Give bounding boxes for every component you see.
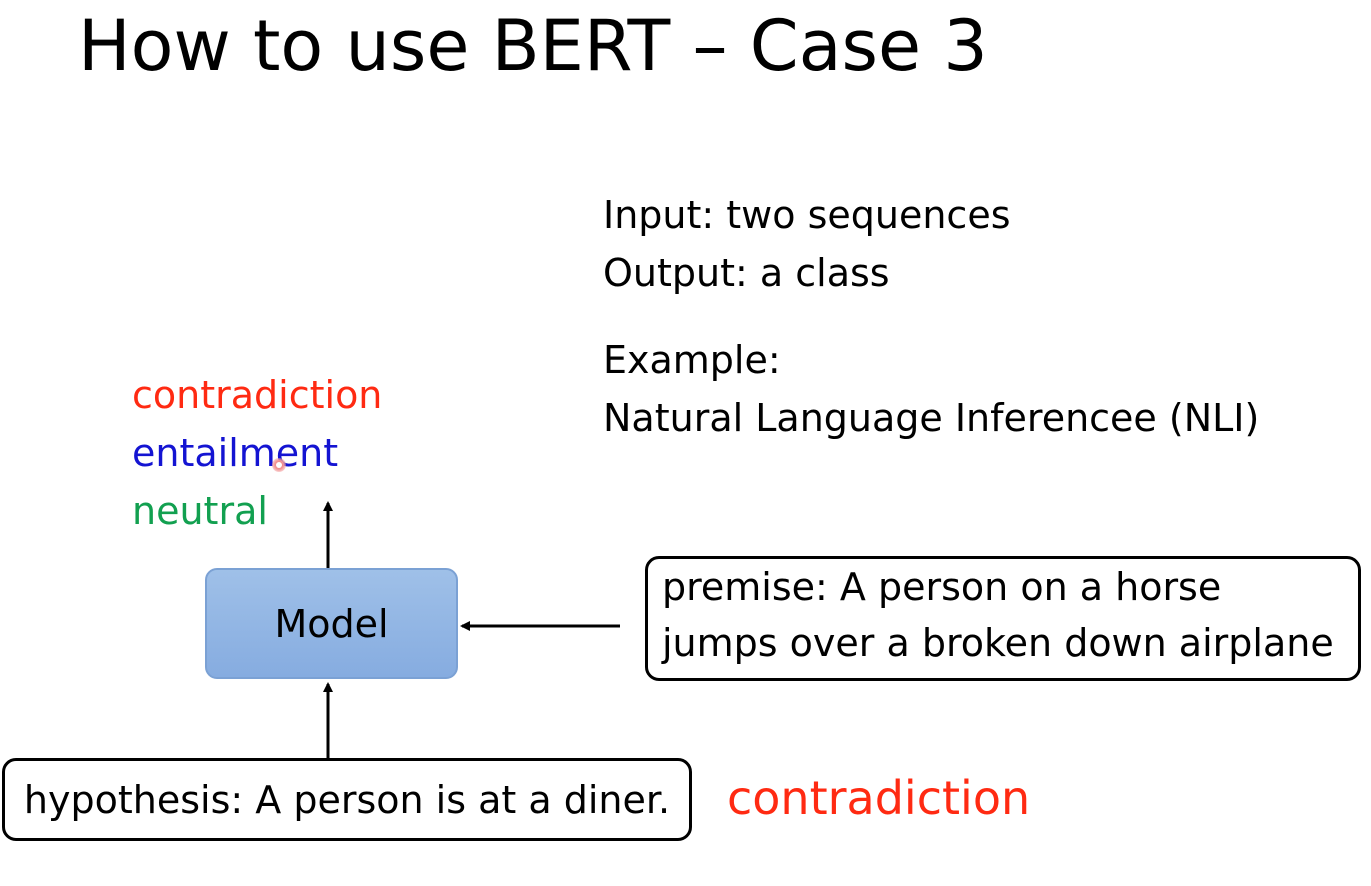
example-label: Example: bbox=[603, 338, 781, 382]
premise-box: premise: A person on a horse jumps over … bbox=[645, 556, 1361, 681]
hypothesis-text: hypothesis: A person is at a diner. bbox=[23, 777, 671, 822]
slide-title: How to use BERT – Case 3 bbox=[78, 5, 988, 87]
model-label: Model bbox=[274, 601, 389, 646]
premise-line-1: premise: A person on a horse bbox=[662, 565, 1222, 609]
premise-line-2: jumps over a broken down airplane bbox=[662, 621, 1334, 665]
input-description: Input: two sequences bbox=[603, 193, 1011, 237]
example-value: Natural Language Inferencee (NLI) bbox=[603, 396, 1260, 440]
answer-label: contradiction bbox=[727, 771, 1031, 825]
laser-pointer-dot bbox=[272, 458, 286, 472]
hypothesis-box: hypothesis: A person is at a diner. bbox=[2, 758, 692, 841]
class-label-neutral: neutral bbox=[132, 489, 268, 533]
class-label-contradiction: contradiction bbox=[132, 373, 383, 417]
class-label-entailment: entailment bbox=[132, 431, 339, 475]
output-description: Output: a class bbox=[603, 251, 890, 295]
model-box: Model bbox=[205, 568, 458, 679]
